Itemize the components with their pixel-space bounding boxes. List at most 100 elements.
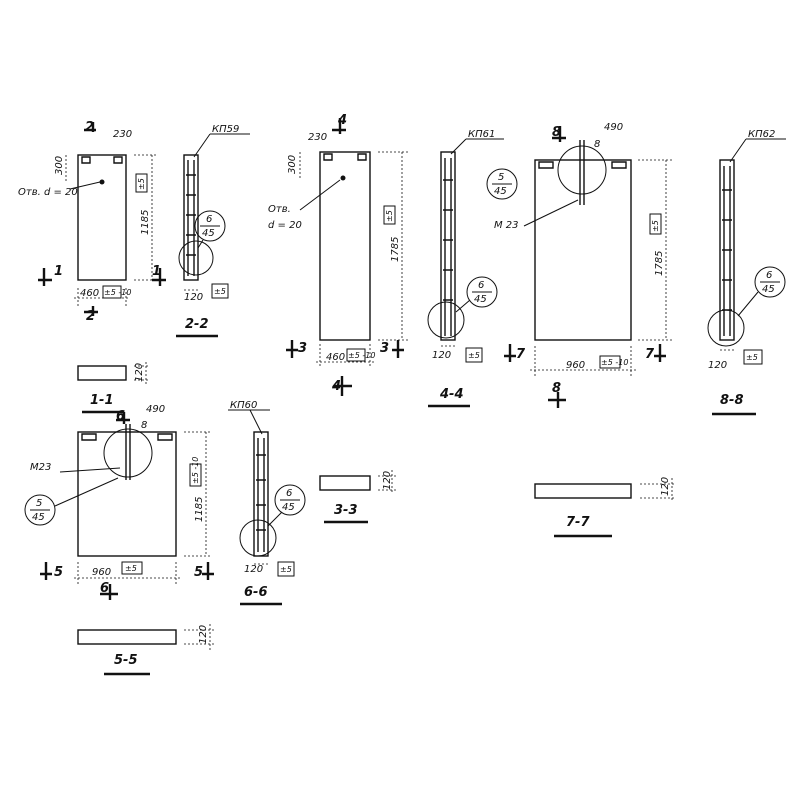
leader-numerator: 5 [36, 498, 42, 509]
section-title-5-5: 5-5 [114, 653, 138, 668]
height-tolerance: ±5 [651, 220, 660, 232]
leader-fraction-circle [24, 494, 56, 526]
height-tolerance: ±5 [385, 210, 394, 222]
leader-denominator: 45 [762, 284, 775, 295]
cut-5-right-label: 5 [194, 565, 203, 580]
panel-1-elevation: 2 230 300 Отв. d = 20 1185 ±5 1 1 460 ±5… [18, 120, 166, 324]
section-3-3: 120 3-3 [319, 470, 396, 524]
cut-7-right-label: 7 [645, 347, 655, 362]
hole-height-dimension: 300 [54, 156, 65, 175]
height-tolerance: ±5 -10 [191, 457, 200, 484]
panel-7-elevation: 8 490 8 5 45 М 23 1785 ±5 7 7 960 ±5 -10… [486, 122, 672, 408]
thickness-dimension: 120 [198, 625, 209, 644]
mounting-hole-icon [99, 179, 105, 185]
slot-mark: 8 [141, 420, 147, 431]
section-7-7: 120 7-7 [534, 477, 676, 538]
offset-dimension: 230 [308, 132, 327, 143]
section-title-3-3: 3-3 [334, 503, 358, 518]
detail-callout-circle [707, 309, 745, 347]
mounting-hole-icon [340, 175, 346, 181]
hole-label-1: Отв. [268, 204, 291, 215]
cut-1-left-label: 1 [54, 264, 63, 279]
height-dimension: 1785 [654, 251, 665, 276]
section-6-6: КП60 6 45 120 ±5 6-6 [228, 400, 306, 606]
cut-4-bottom-label: 4 [331, 379, 341, 394]
thickness-tolerance: ±5 [746, 353, 758, 362]
height-dimension: 1785 [390, 237, 401, 262]
offset-dimension: 490 [604, 122, 623, 133]
cut-7-left-label: 7 [516, 347, 526, 362]
thickness-dimension: 120 [660, 477, 671, 496]
cut-4-top-label: 4 [337, 113, 347, 128]
leader-numerator: 6 [206, 214, 212, 225]
cut-6-bottom-label: 6 [100, 581, 109, 596]
section-title-4-4: 4-4 [439, 387, 464, 402]
section-8-8: КП62 6 45 120 ±5 8-8 [707, 129, 786, 416]
leader-numerator: 6 [478, 280, 484, 291]
mark-kp62: КП62 [748, 129, 775, 140]
thickness-dimension: 120 [382, 471, 393, 490]
width-tolerance: ±5 -10 [104, 288, 131, 297]
section-title-2-2: 2-2 [185, 317, 209, 332]
leader-numerator: 6 [286, 488, 292, 499]
mark-kp61: КП61 [468, 129, 495, 140]
anchor-detail-circle [103, 428, 153, 478]
section-title-7-7: 7-7 [566, 515, 590, 530]
leader-denominator: 45 [32, 512, 45, 523]
offset-dimension: 230 [113, 129, 132, 140]
section-title-8-8: 8-8 [720, 393, 744, 408]
width-dimension: 960 [566, 360, 585, 371]
thickness-dimension: 120 [432, 350, 451, 361]
hole-label-2: d = 20 [268, 220, 302, 231]
anchor-label: М 23 [494, 220, 519, 231]
cut-3-right-label: 3 [380, 341, 389, 356]
mark-kp60: КП60 [230, 400, 257, 411]
panel-5-elevation: 6 490 8 М23 5 45 1185 ±5 -10 5 5 960 ±5 … [24, 404, 214, 600]
thickness-dimension: 120 [708, 360, 727, 371]
leader-numerator: 5 [498, 172, 504, 183]
cut-8-top-label: 8 [552, 125, 561, 140]
section-5-5: 120 5-5 [77, 624, 216, 676]
hole-height-dimension: 300 [287, 155, 298, 174]
thickness-dimension: 120 [244, 564, 263, 575]
leader-fraction-circle [466, 276, 498, 308]
leader-denominator: 45 [202, 228, 215, 239]
thickness-dimension: 120 [134, 363, 145, 382]
cut-8-bottom-label: 8 [552, 381, 561, 396]
mark-kp59: КП59 [212, 124, 239, 135]
height-dimension: 1185 [140, 210, 151, 235]
anchor-detail-circle [557, 145, 607, 195]
thickness-dimension: 120 [184, 292, 203, 303]
width-tolerance: ±5 -10 [601, 358, 628, 367]
leader-numerator: 6 [766, 270, 772, 281]
cut-6-top-label: 6 [116, 409, 125, 424]
cut-3-left-label: 3 [298, 341, 307, 356]
leader-denominator: 45 [474, 294, 487, 305]
leader-denominator: 45 [282, 502, 295, 513]
detail-callout-circle [178, 240, 214, 276]
height-tolerance: ±5 [137, 178, 146, 190]
anchor-label: М23 [30, 462, 51, 473]
leader-fraction-circle [486, 168, 518, 200]
hole-label: Отв. d = 20 [18, 187, 78, 198]
width-tolerance: ±5 -10 [348, 351, 375, 360]
section-title-1-1: 1-1 [90, 393, 114, 408]
width-tolerance: ±5 [125, 564, 137, 573]
cut-1-right-label: 1 [152, 264, 161, 279]
height-dimension: 1185 [194, 497, 205, 522]
section-1-1: 120 1-1 [77, 362, 150, 414]
width-dimension: 460 [80, 288, 99, 299]
section-4-4: КП61 6 45 120 ±5 4-4 [427, 129, 504, 408]
offset-dimension: 490 [146, 404, 165, 415]
panel-3-elevation: 4 230 300 Отв. d = 20 1785 ±5 3 3 460 ±5… [268, 113, 408, 396]
cut-2-bottom-label: 2 [86, 309, 95, 324]
section-title-6-6: 6-6 [244, 585, 268, 600]
width-dimension: 960 [92, 567, 111, 578]
leader-fraction-circle [194, 210, 226, 242]
width-dimension: 460 [326, 352, 345, 363]
leader-fraction-circle [754, 266, 786, 298]
thickness-tolerance: ±5 [280, 565, 292, 574]
thickness-tolerance: ±5 [214, 287, 226, 296]
cut-2-top-label: 2 [85, 120, 94, 135]
